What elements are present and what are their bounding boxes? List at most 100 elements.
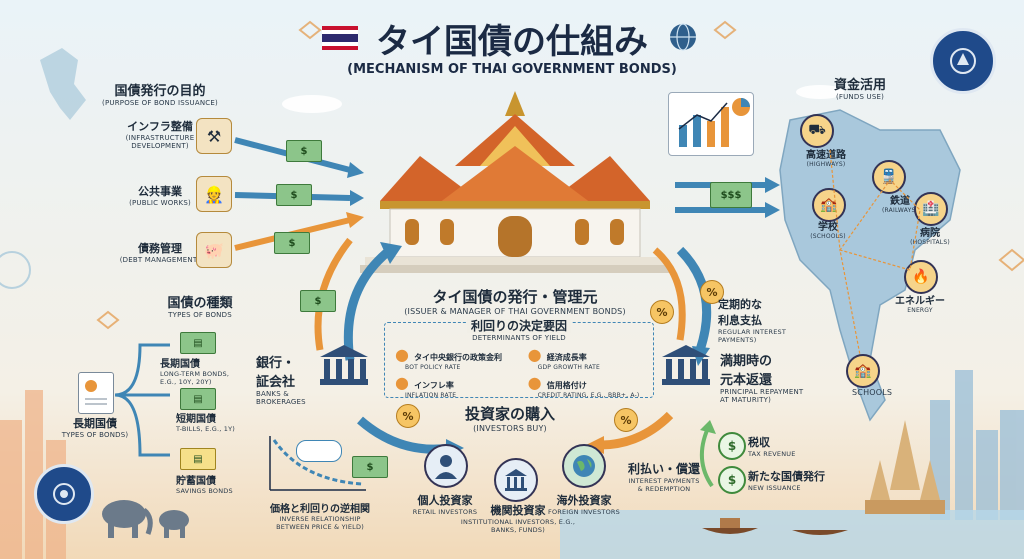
investor-caption: RETAIL INVESTORS bbox=[412, 508, 478, 516]
investor-label: 個人投資家 bbox=[417, 494, 473, 507]
bank-seal-icon bbox=[34, 464, 94, 524]
bank-building-icon bbox=[662, 345, 710, 385]
interest-caption-line1: REGULAR INTEREST bbox=[718, 328, 786, 336]
inverse-curve-chart bbox=[269, 436, 366, 491]
piggy-bank-icon: 🐖 bbox=[196, 232, 232, 268]
railway-icon: 🚆 bbox=[872, 160, 906, 194]
investor-label: 海外投資家 bbox=[556, 494, 612, 507]
source-label: 税収 bbox=[748, 436, 770, 449]
inverse-title: 価格と利回りの逆相関 bbox=[270, 504, 370, 515]
issuer-title: タイ国債の発行・管理元 bbox=[432, 288, 598, 306]
growth-chart-icon bbox=[668, 92, 754, 156]
elephant-icon bbox=[102, 500, 189, 538]
temple-illustration bbox=[360, 91, 670, 273]
types-subtitle: TYPES OF BONDS bbox=[168, 311, 232, 319]
cash-icon: $ bbox=[286, 140, 322, 162]
types-item-label: 短期国債 bbox=[176, 414, 216, 425]
interest-label-line1: 定期的な bbox=[718, 298, 762, 311]
highway-icon: ⛟ bbox=[800, 114, 834, 148]
funds-item-label: 学校 bbox=[818, 222, 838, 233]
construction-icon: ⚒ bbox=[196, 118, 232, 154]
funds-item-caption: ENERGY bbox=[907, 307, 933, 314]
funds-title: 資金活用 bbox=[833, 78, 886, 93]
funds-subtitle: (FUNDS USE) bbox=[835, 93, 885, 101]
funds-item-caption: (HOSPITALS) bbox=[910, 239, 950, 246]
investor-label: 機関投資家 bbox=[490, 504, 546, 517]
funds-connector-lines bbox=[829, 149, 921, 356]
schools-label: SCHOOLS bbox=[852, 388, 893, 397]
types-item-label: 長期国債 bbox=[160, 359, 200, 370]
funds-item-caption: (RAILWAYS) bbox=[882, 207, 918, 214]
person-icon bbox=[424, 444, 468, 488]
cash-icon: $ bbox=[352, 456, 388, 478]
yield-factor-label: 信用格付け bbox=[546, 381, 587, 390]
types-item-caption: T-BILLS, e.g., 1y) bbox=[176, 425, 236, 433]
yield-subtitle: DETERMINANTS OF YIELD bbox=[472, 334, 566, 342]
cash-icon: $ bbox=[274, 232, 310, 254]
globe-icon bbox=[562, 444, 606, 488]
inverse-caption-line1: INVERSE RELATIONSHIP bbox=[279, 515, 361, 523]
purpose-item-caption: (PUBLIC WORKS) bbox=[129, 199, 191, 207]
interest-label-line2: 利息支払 bbox=[718, 314, 762, 327]
purpose-item-caption: (INFRASTRUCTURE DEVELOPMENT) bbox=[125, 134, 195, 150]
investor-caption: FOREIGN INVESTORS bbox=[548, 508, 620, 516]
types-root-label: 長期国債 bbox=[73, 417, 117, 430]
thai-flag-icon bbox=[322, 26, 358, 50]
investors-subtitle: (INVESTORS BUY) bbox=[473, 424, 547, 433]
percent-icon: % bbox=[650, 300, 674, 324]
bond-note-icon: ▤ bbox=[180, 448, 216, 470]
funds-item-caption: (HIGHWAYS) bbox=[806, 161, 846, 168]
bond-note-icon: ▤ bbox=[180, 332, 216, 354]
inverse-caption-line2: BETWEEN PRICE & YIELD) bbox=[276, 523, 364, 531]
purpose-item-caption: (DEBT MANAGEMENT) bbox=[119, 256, 201, 264]
purpose-item-label: 債務管理 bbox=[138, 242, 182, 255]
types-title: 国債の種類 bbox=[167, 296, 233, 311]
energy-icon: 🔥 bbox=[904, 260, 938, 294]
percent-icon: % bbox=[700, 280, 724, 304]
yield-factor-caption: INFLATION RATE bbox=[405, 392, 457, 399]
hospital-icon: 🏥 bbox=[914, 192, 948, 226]
cash-icon: $ bbox=[300, 290, 336, 312]
institution-icon bbox=[494, 458, 538, 502]
principal-label-line1: 満期時の bbox=[720, 354, 773, 369]
bond-document-icon bbox=[78, 372, 114, 414]
source-label: 新たな国債発行 bbox=[748, 470, 825, 483]
banks-label-line2: 証会社 bbox=[256, 375, 296, 390]
funds-item-label: 病院 bbox=[920, 228, 940, 239]
yield-title: 利回りの決定要因 bbox=[466, 319, 571, 333]
school-icon: 🏫 bbox=[812, 188, 846, 222]
cash-icon: $ bbox=[276, 184, 312, 206]
page-subtitle: (MECHANISM OF THAI GOVERNMENT BONDS) bbox=[347, 62, 677, 77]
purpose-item-label: インフラ整備 bbox=[127, 120, 193, 133]
principal-caption-line2: AT MATURITY) bbox=[720, 396, 772, 404]
banks-caption-line2: BROKERAGES bbox=[256, 398, 306, 406]
purpose-title: 国債発行の目的 bbox=[114, 84, 206, 99]
investor-caption: INSTITUTIONAL INVESTORS, e.g., banks, fu… bbox=[460, 518, 576, 534]
ministry-seal-icon bbox=[930, 28, 996, 94]
yield-factor-label: タイ中央銀行の政策金利 bbox=[414, 353, 503, 362]
interest-caption-line2: PAYMENTS) bbox=[718, 336, 757, 344]
cash-stack-icon: $$$ bbox=[710, 182, 752, 208]
repayment-caption-line2: & REDEMPTION bbox=[637, 485, 691, 493]
new-issuance-icon: $ bbox=[718, 466, 746, 494]
boat-icon bbox=[702, 518, 758, 534]
cycle-arrows bbox=[314, 237, 712, 457]
principal-label-line2: 元本返還 bbox=[720, 373, 773, 388]
repayment-caption-line1: INTEREST PAYMENTS bbox=[628, 477, 700, 485]
banks-caption-line1: BANKS & bbox=[256, 390, 289, 398]
repayment-title: 利払い・償還 bbox=[627, 462, 700, 476]
source-caption: TAX REVENUE bbox=[748, 450, 796, 458]
issuer-subtitle: (ISSUER & MANAGER OF THAI GOVERNMENT BON… bbox=[404, 307, 626, 316]
yield-factor-caption: CREDIT RATING, e.g., BBB+, A-) bbox=[537, 392, 640, 399]
school-icon: 🏫 bbox=[846, 354, 880, 388]
bond-certificate-icon bbox=[296, 440, 342, 462]
yield-factor-label: インフレ率 bbox=[414, 381, 454, 390]
bank-building-icon bbox=[320, 345, 368, 385]
banks-label-line1: 銀行・ bbox=[256, 356, 296, 371]
investors-title: 投資家の購入 bbox=[464, 405, 555, 423]
source-caption: NEW ISSUANCE bbox=[748, 484, 801, 492]
types-root-caption: TYPES OF BONDS) bbox=[61, 431, 129, 439]
tax-revenue-icon: $ bbox=[718, 432, 746, 460]
percent-icon: % bbox=[396, 404, 420, 428]
